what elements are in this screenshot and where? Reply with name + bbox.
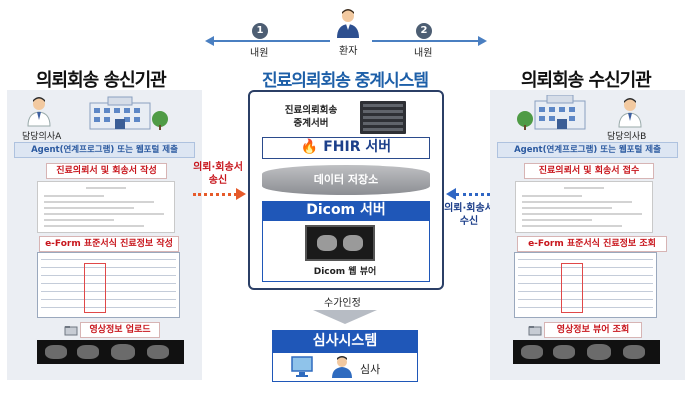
sender-step-write-referral: 진료의뢰서 및 회송서 작성 <box>46 163 167 179</box>
relay-server-label-line1: 진료의뢰회송 <box>284 105 338 116</box>
visit-label-left: 내원 <box>250 48 269 59</box>
step-2-badge: 2 <box>416 23 432 39</box>
receive-arrow-label-line2: 수신 <box>459 216 479 227</box>
receiver-hospital-icon <box>517 95 586 130</box>
relay-title: 진료의뢰회송 중계시스템 <box>262 71 429 91</box>
receiver-agent-bar: Agent(연계프로그램) 또는 웹포털 제출 <box>497 142 678 158</box>
relay-server-label: 진료의뢰회송 중계서버 <box>276 104 346 130</box>
doctor-a-icon <box>27 97 51 127</box>
sender-step-eform: e-Form 표준서식 진료정보 작성 <box>39 236 179 252</box>
doctor-a-label: 담당의사A <box>22 132 62 142</box>
hospital-building-icon <box>89 96 168 130</box>
step-1-badge: 1 <box>252 23 268 39</box>
sender-title: 의뢰회송 송신기관 <box>36 70 167 91</box>
dicom-monitor-icon <box>305 225 375 261</box>
receiver-eform-sheet <box>514 252 657 318</box>
send-arrow-label: 의뢰·회송서 송신 <box>185 161 251 187</box>
patient-visit-line-left <box>212 40 330 42</box>
server-rack-icon <box>360 101 406 134</box>
send-arrow-label-line1: 의뢰·회송서 <box>193 162 243 173</box>
send-arrowhead <box>236 188 246 200</box>
sender-referral-document <box>37 181 175 233</box>
receiver-referral-document <box>515 181 653 233</box>
patient-label: 환자 <box>339 46 358 57</box>
left-arrowhead <box>205 36 214 46</box>
fhir-server-box: 🔥 FHIR 서버 <box>262 137 430 159</box>
receive-arrow-label-line1: 의뢰·회송서 <box>444 203 494 214</box>
review-system-header: 심사시스템 <box>272 330 418 352</box>
reviewer-icon <box>332 356 352 378</box>
review-label: 심사 <box>360 363 381 376</box>
receiver-step-eform-view: e-Form 표준서식 진료정보 조회 <box>517 236 667 252</box>
patient-visit-line-right <box>372 40 480 42</box>
receiver-step-receive-referral: 진료의뢰서 및 회송서 접수 <box>524 163 654 179</box>
computer-icon <box>291 356 313 377</box>
send-dotted-line <box>193 193 237 196</box>
receiver-medical-image-strip <box>513 340 660 364</box>
upload-folder-icon <box>64 326 78 336</box>
dicom-viewer-label: Dicom 웹 뷰어 <box>313 267 377 277</box>
sender-eform-sheet <box>37 252 180 318</box>
send-arrow-label-line2: 송신 <box>208 175 228 186</box>
right-arrowhead <box>478 36 487 46</box>
viewer-folder-icon <box>528 326 542 336</box>
sender-medical-image-strip <box>37 340 184 364</box>
relay-server-label-line2: 중계서버 <box>293 118 329 129</box>
receive-dotted-line <box>456 193 496 196</box>
doctor-b-label: 담당의사B <box>607 132 647 142</box>
sender-step-upload-image: 영상정보 업로드 <box>80 322 160 338</box>
sender-agent-bar: Agent(연계프로그램) 또는 웹포털 제출 <box>14 142 195 158</box>
receiver-step-view-image: 영상정보 뷰어 조회 <box>544 322 642 338</box>
receiver-title: 의뢰회송 수신기관 <box>521 70 652 91</box>
datastore-cylinder: 데이터 저장소 <box>262 165 430 195</box>
fhir-server-label: FHIR 서버 <box>323 139 392 155</box>
doctor-b-icon <box>618 98 642 128</box>
visit-label-right: 내원 <box>414 48 433 59</box>
receive-arrowhead <box>446 188 456 200</box>
receive-arrow-label: 의뢰·회송서 수신 <box>436 202 502 228</box>
dicom-server-header: Dicom 서버 <box>262 201 430 220</box>
fire-icon: 🔥 <box>300 139 319 155</box>
patient-icon <box>337 9 359 38</box>
down-arrow <box>313 310 377 324</box>
datastore-label: 데이터 저장소 <box>313 173 379 186</box>
fee-approval-label: 수가인정 <box>324 298 361 309</box>
